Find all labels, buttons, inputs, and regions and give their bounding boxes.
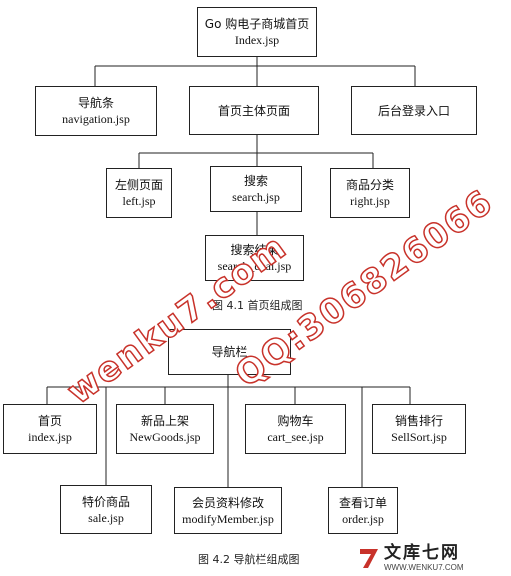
logo-7-icon (360, 549, 378, 568)
node-file: Index.jsp (234, 33, 280, 47)
node-title: 查看订单 (338, 495, 387, 510)
node-sales-ranking: 销售排行 SellSort.jsp (372, 404, 466, 454)
node-file: cart_see.jsp (267, 430, 324, 444)
node-file: NewGoods.jsp (129, 430, 201, 444)
node-title: 搜索 (243, 174, 268, 188)
node-left-page: 左侧页面 left.jsp (106, 168, 172, 218)
node-title: 新品上架 (140, 414, 189, 428)
node-file: order.jsp (342, 511, 384, 526)
node-file: search_deal.jsp (217, 259, 292, 273)
node-file: modifyMember.jsp (182, 511, 274, 526)
node-title: 左侧页面 (114, 178, 163, 192)
node-file: search.jsp (232, 190, 280, 204)
figure-4-1-caption: 图 4.1 首页组成图 (212, 299, 303, 312)
node-special-offer: 特价商品 sale.jsp (60, 485, 152, 534)
node-title: 特价商品 (81, 494, 130, 509)
node-title: 销售排行 (394, 414, 443, 428)
node-navbar-root: 导航栏 (168, 329, 291, 375)
node-navigation-bar: 导航条 navigation.jsp (35, 86, 157, 136)
node-search-result: 搜索结果 search_deal.jsp (205, 235, 304, 281)
node-title: Go 购电子商城首页 (204, 17, 310, 31)
node-file: SellSort.jsp (391, 430, 447, 444)
node-title: 会员资料修改 (191, 495, 264, 510)
node-title: 后台登录入口 (377, 103, 450, 118)
site-logo: 文库七网 WWW.WENKU7.COM (358, 544, 464, 572)
node-title: 首页 (37, 414, 62, 428)
node-title: 首页主体页面 (217, 103, 290, 118)
logo-name: 文库七网 (384, 542, 460, 563)
node-title: 购物车 (277, 414, 314, 428)
node-view-order: 查看订单 order.jsp (328, 487, 398, 534)
node-title: 导航条 (77, 96, 114, 110)
node-homepage-main: 首页主体页面 (189, 86, 319, 135)
figure-4-2-caption: 图 4.2 导航栏组成图 (198, 553, 300, 566)
node-file: index.jsp (28, 430, 72, 444)
node-file: right.jsp (350, 194, 390, 208)
logo-url: WWW.WENKU7.COM (384, 562, 464, 572)
node-title: 导航栏 (211, 345, 248, 359)
node-file: navigation.jsp (62, 112, 130, 126)
node-title: 搜索结果 (230, 243, 279, 257)
node-product-category: 商品分类 right.jsp (330, 168, 410, 218)
node-file: sale.jsp (88, 510, 124, 525)
node-new-goods: 新品上架 NewGoods.jsp (116, 404, 214, 454)
node-file: left.jsp (122, 194, 156, 208)
node-shopping-cart: 购物车 cart_see.jsp (245, 404, 346, 454)
node-modify-member: 会员资料修改 modifyMember.jsp (174, 487, 282, 534)
node-admin-login: 后台登录入口 (351, 86, 477, 135)
node-homepage-root: Go 购电子商城首页 Index.jsp (197, 7, 317, 57)
node-search: 搜索 search.jsp (210, 166, 302, 212)
node-home: 首页 index.jsp (3, 404, 97, 454)
node-title: 商品分类 (345, 178, 394, 192)
